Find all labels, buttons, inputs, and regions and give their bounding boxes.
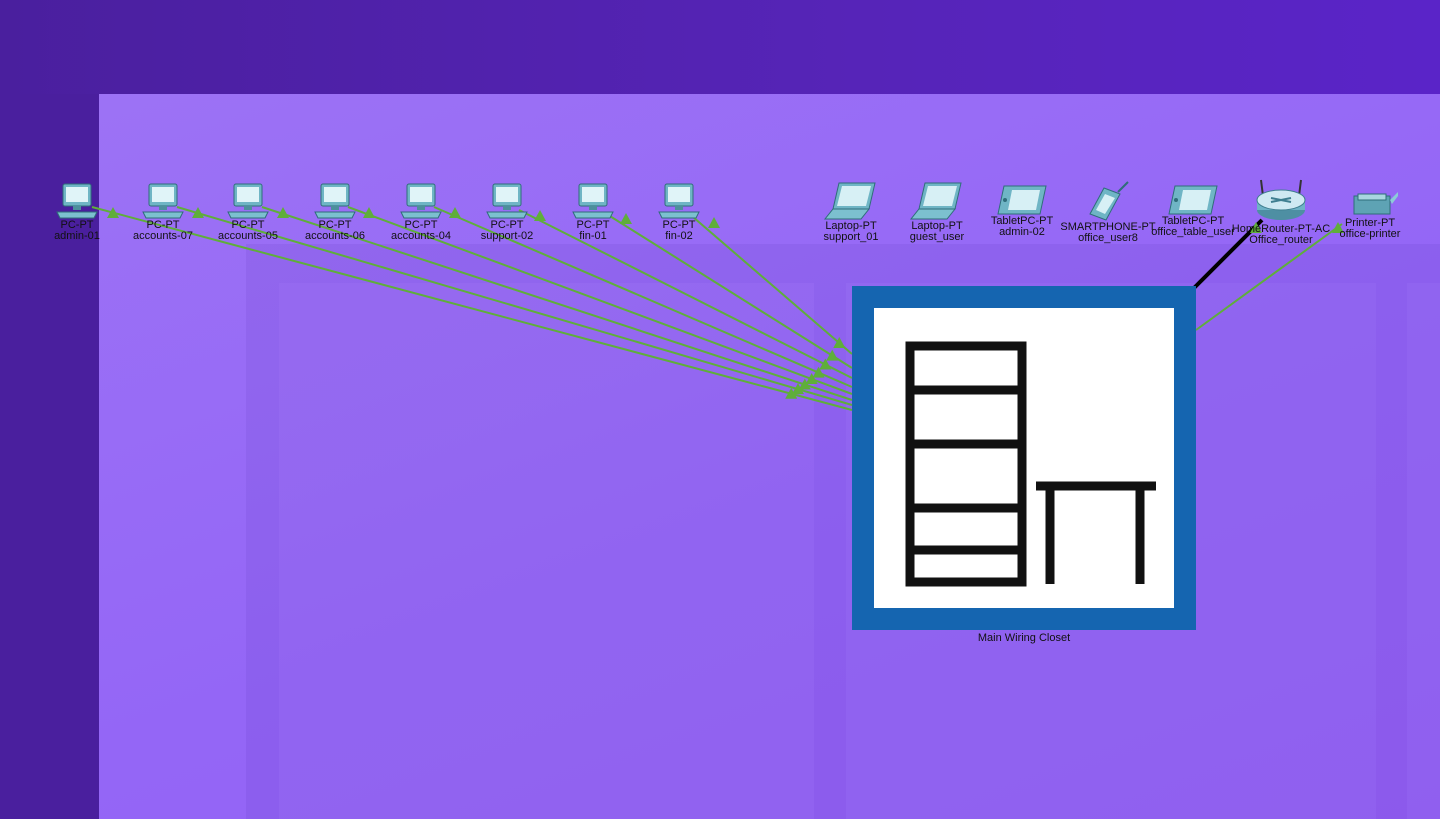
device-type-label: Laptop-PT <box>911 220 963 232</box>
device-name-label: support_01 <box>823 231 879 243</box>
pc-icon <box>142 183 184 219</box>
closet-label: Main Wiring Closet <box>977 632 1071 644</box>
ethernet-link <box>261 206 853 401</box>
workspace-area <box>246 244 1440 819</box>
device-name-label: accounts-06 <box>305 230 365 242</box>
router-office_router[interactable]: HomeRouter-PT-AC Office_router <box>1231 178 1331 246</box>
ethernet-link <box>91 206 853 411</box>
device-type-label: PC-PT <box>576 219 610 231</box>
pc-icon <box>658 183 700 219</box>
ethernet-link <box>433 206 853 388</box>
device-type-label: PC-PT <box>146 219 180 231</box>
device-name-label: accounts-07 <box>133 230 193 242</box>
smartphone-office_user8[interactable]: SMARTPHONE-PT office_user8 <box>1058 180 1158 244</box>
pc-icon <box>227 183 269 219</box>
device-type-label: PC-PT <box>490 219 524 231</box>
device-type-label: PC-PT <box>231 219 265 231</box>
pc-fin-01[interactable]: PC-PT fin-01 <box>543 182 643 242</box>
pc-icon <box>486 183 528 219</box>
pc-icon <box>314 183 356 219</box>
ethernet-link <box>176 206 853 406</box>
printer-link <box>1195 223 1343 331</box>
pc-accounts-04[interactable]: PC-PT accounts-04 <box>371 182 471 242</box>
link-status-indicator <box>798 378 811 390</box>
link-status-indicator <box>277 207 289 218</box>
link-status-indicator <box>826 349 839 361</box>
link-status-indicator <box>192 207 204 218</box>
device-type-label: TabletPC-PT <box>990 215 1054 227</box>
pc-support-02[interactable]: PC-PT support-02 <box>457 182 557 242</box>
device-type-label: PC-PT <box>662 219 696 231</box>
link-status-indicator <box>785 387 798 399</box>
device-name-label: office_table_user <box>1151 226 1235 238</box>
tablet-icon <box>1168 185 1218 215</box>
device-type-label: Printer-PT <box>1344 217 1396 229</box>
device-name-label: support-02 <box>480 230 534 242</box>
device-type-label: PC-PT <box>404 219 438 231</box>
tablet-admin-02[interactable]: TabletPC-PT admin-02 <box>972 184 1072 238</box>
ethernet-link <box>604 212 853 369</box>
ethernet-link <box>692 216 853 355</box>
workspace-panel <box>279 283 814 819</box>
device-name-label: admin-02 <box>999 226 1045 238</box>
device-type-label: PC-PT <box>60 219 94 231</box>
device-name-label: office_user8 <box>1078 232 1138 244</box>
device-type-label: SMARTPHONE-PT <box>1060 221 1156 233</box>
device-type-label: TabletPC-PT <box>1161 215 1225 227</box>
pc-accounts-05[interactable]: PC-PT accounts-05 <box>198 182 298 242</box>
link-status-indicator <box>363 207 375 218</box>
pc-accounts-06[interactable]: PC-PT accounts-06 <box>285 182 385 242</box>
wiring-closet-icon <box>874 308 1174 608</box>
device-name-label: Office_router <box>1249 234 1313 246</box>
device-type-label: HomeRouter-PT-AC <box>1231 223 1331 235</box>
laptop-icon <box>909 182 962 220</box>
device-name-label: accounts-04 <box>391 230 451 242</box>
smartphone-icon <box>1089 181 1129 221</box>
device-name-label: accounts-05 <box>218 230 278 242</box>
link-status-indicator <box>833 337 846 349</box>
link-status-indicator <box>107 207 119 218</box>
laptop-icon <box>823 182 876 220</box>
device-name-label: fin-02 <box>665 230 693 242</box>
top-background <box>0 0 1440 94</box>
link-status-indicator <box>620 213 632 224</box>
link-status-indicator <box>1332 222 1344 233</box>
link-status-indicator <box>534 210 546 221</box>
ethernet-link <box>518 209 853 379</box>
link-status-indicator <box>708 217 720 228</box>
link-status-indicator <box>1250 222 1262 233</box>
printer-icon <box>1353 192 1398 215</box>
device-type-label: PC-PT <box>318 219 352 231</box>
pc-admin-01[interactable]: PC-PT admin-01 <box>27 182 127 242</box>
tablet-office_table_user[interactable]: TabletPC-PT office_table_user <box>1143 184 1243 238</box>
tablet-icon <box>997 185 1047 215</box>
link-status-indicator <box>819 358 832 370</box>
router-uplink <box>1192 218 1264 290</box>
main-wiring-closet[interactable] <box>852 286 1196 630</box>
workspace-panel <box>1407 283 1440 819</box>
device-name-label: guest_user <box>909 231 965 243</box>
link-status-indicator <box>812 366 825 378</box>
link-status-indicator <box>792 383 804 395</box>
link-status-indicator <box>449 207 461 218</box>
printer-office-printer[interactable]: Printer-PT office-printer <box>1320 190 1420 240</box>
pc-icon <box>572 183 614 219</box>
laptop-guest_user[interactable]: Laptop-PT guest_user <box>887 181 987 243</box>
router-icon <box>1256 179 1306 220</box>
device-name-label: office-printer <box>1339 228 1401 240</box>
device-name-label: admin-01 <box>54 230 100 242</box>
ethernet-link <box>347 206 853 395</box>
pc-fin-02[interactable]: PC-PT fin-02 <box>629 182 729 242</box>
device-type-label: Laptop-PT <box>825 220 877 232</box>
pc-icon <box>400 183 442 219</box>
laptop-support_01[interactable]: Laptop-PT support_01 <box>801 181 901 243</box>
pc-icon <box>56 183 98 219</box>
device-name-label: fin-01 <box>579 230 607 242</box>
pc-accounts-07[interactable]: PC-PT accounts-07 <box>113 182 213 242</box>
link-status-indicator <box>805 373 818 385</box>
